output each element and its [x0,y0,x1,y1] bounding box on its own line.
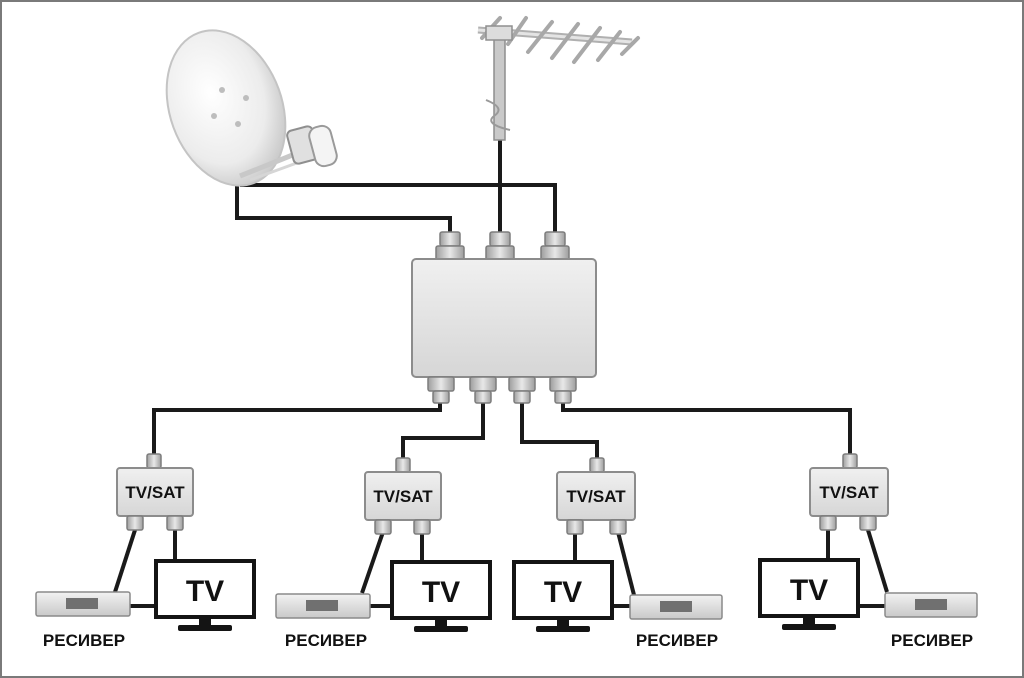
dish-cable-2 [240,183,557,240]
unit4-cable-receiver [866,529,889,593]
receiver [35,591,131,617]
terrestrial-antenna-icon [477,16,640,141]
tv-sat-splitter: TV/SAT [116,453,194,531]
receiver-label: РЕСИВЕР [891,631,973,650]
splitter-label: TV/SAT [373,487,433,506]
tv-sat-splitter: TV/SAT [556,457,636,535]
tv-monitor-icon: TV [758,558,860,630]
output-cable-1 [152,400,442,458]
splitter-label: TV/SAT [125,483,185,502]
receiver [884,592,978,618]
multiswitch-box [411,231,597,404]
unit3-cable-receiver [616,531,636,596]
tv-label: TV [790,574,828,607]
input-connector-2 [485,231,515,261]
receiver-label: РЕСИВЕР [285,631,367,650]
receiver [629,594,723,620]
tv-monitor-icon: TV [154,559,256,631]
tv-label: TV [544,576,582,609]
tv-label: TV [186,575,224,608]
receiver [275,593,371,619]
output-cable-3 [520,400,599,462]
unit1-cable-receiver [113,529,137,593]
tv-sat-splitter: TV/SAT [809,453,889,531]
tv-label: TV [422,576,460,609]
tv-sat-splitter: TV/SAT [364,457,442,535]
receiver-label: РЕСИВЕР [43,631,125,650]
satellite-dish-icon [165,29,338,187]
tv-monitor-icon: TV [390,560,492,632]
input-connector-1 [435,231,465,261]
output-connector-4 [549,376,577,404]
unit-3: TV/SAT TV РЕСИВЕР [512,457,723,650]
output-cable-2 [401,400,485,462]
cables [113,140,889,608]
output-connector-1 [427,376,455,404]
input-connector-3 [540,231,570,261]
output-connector-2 [469,376,497,404]
tv-monitor-icon: TV [512,560,614,632]
unit2-cable-receiver [360,531,385,594]
unit-4: TV/SAT TV РЕСИВЕР [758,453,978,650]
output-cable-4 [561,400,852,458]
unit-2: TV/SAT TV РЕСИВЕР [275,457,492,650]
output-connector-3 [508,376,536,404]
receiver-label: РЕСИВЕР [636,631,718,650]
unit-1: TV/SAT TV РЕСИВЕР [35,453,256,650]
splitter-label: TV/SAT [819,483,879,502]
splitter-label: TV/SAT [566,487,626,506]
dish-cable-1 [235,180,452,240]
